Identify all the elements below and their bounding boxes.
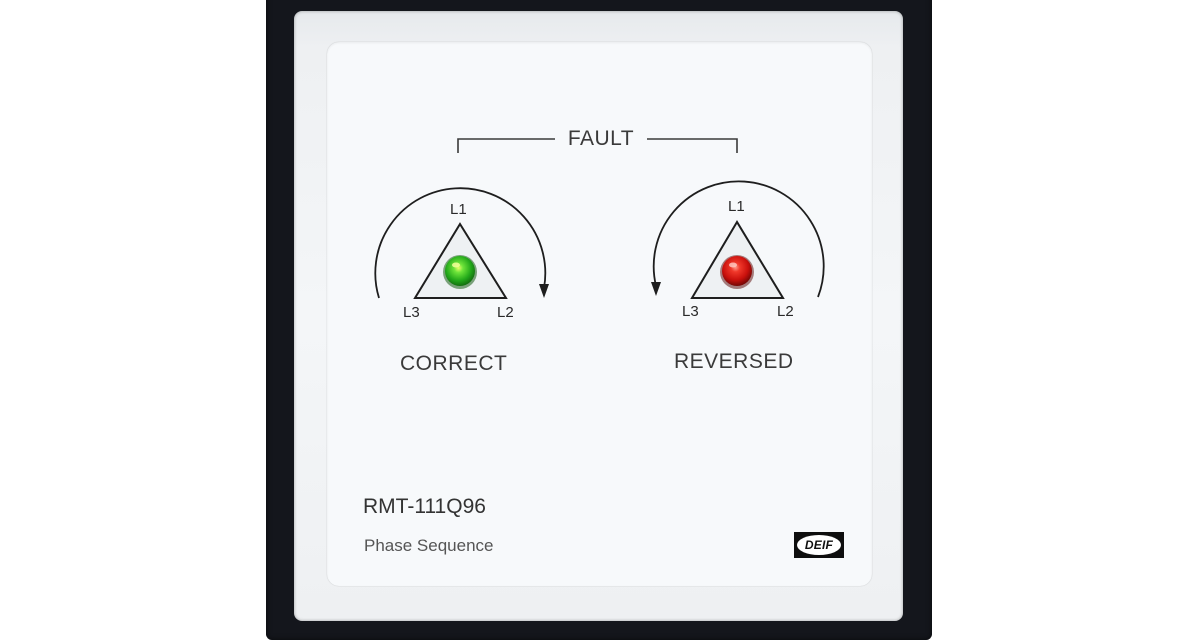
fault-bracket [457, 138, 738, 153]
phase-label-l1: L1 [450, 201, 467, 218]
phase-label-l2: L2 [497, 304, 514, 321]
arrowhead-icon [539, 284, 549, 298]
correct-dial [374, 187, 549, 299]
arrowhead-icon [651, 282, 661, 296]
deif-logo-text: DEIF [797, 535, 841, 555]
model-number: RMT-111Q96 [363, 495, 486, 518]
reversed-dial [651, 180, 825, 299]
phase-label-l3: L3 [403, 304, 420, 321]
correct-label: CORRECT [400, 352, 508, 375]
counterclockwise-arrow-icon [652, 180, 825, 298]
phase-label-l3: L3 [682, 303, 699, 320]
reversed-label: REVERSED [674, 350, 794, 373]
phase-label-l1: L1 [728, 198, 745, 215]
deif-logo: DEIF [794, 532, 844, 558]
meter-face [327, 42, 872, 586]
phase-label-l2: L2 [777, 303, 794, 320]
clockwise-arrow-icon [374, 187, 547, 299]
fault-label: FAULT [567, 127, 635, 150]
device-description: Phase Sequence [364, 536, 494, 555]
